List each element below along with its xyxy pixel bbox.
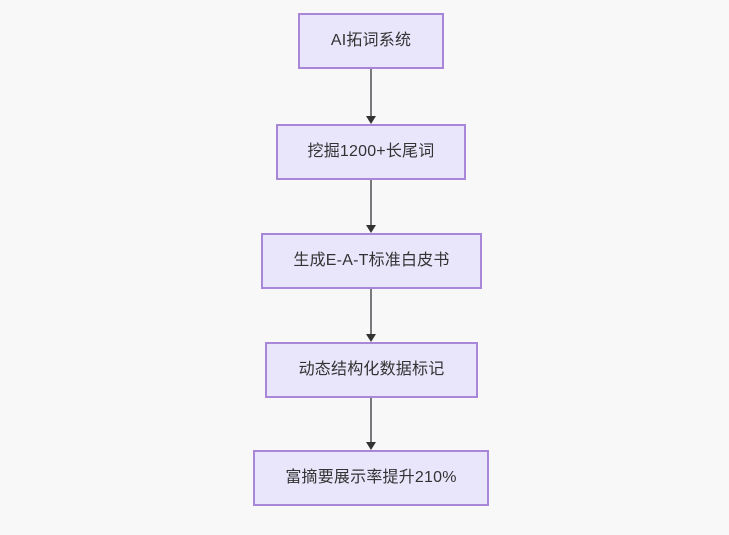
flow-node-1[interactable]: AI拓词系统 (298, 13, 444, 69)
connector-line-3 (370, 289, 372, 334)
flow-node-5[interactable]: 富摘要展示率提升210% (253, 450, 489, 506)
arrowhead-4 (366, 442, 376, 450)
arrowhead-2 (366, 225, 376, 233)
flow-node-1-label: AI拓词系统 (330, 32, 412, 49)
flow-node-3-label: 生成E-A-T标准白皮书 (293, 252, 450, 269)
connector-line-4 (370, 398, 372, 442)
flow-node-4[interactable]: 动态结构化数据标记 (265, 342, 478, 398)
flow-node-5-label: 富摘要展示率提升210% (285, 469, 457, 486)
connector-line-2 (370, 180, 372, 225)
arrowhead-1 (366, 116, 376, 124)
connector-line-1 (370, 69, 372, 116)
flow-node-2-label: 挖掘1200+长尾词 (307, 143, 435, 160)
flow-node-4-label: 动态结构化数据标记 (298, 361, 445, 378)
flow-node-2[interactable]: 挖掘1200+长尾词 (276, 124, 466, 180)
arrowhead-3 (366, 334, 376, 342)
flow-node-3[interactable]: 生成E-A-T标准白皮书 (261, 233, 482, 289)
